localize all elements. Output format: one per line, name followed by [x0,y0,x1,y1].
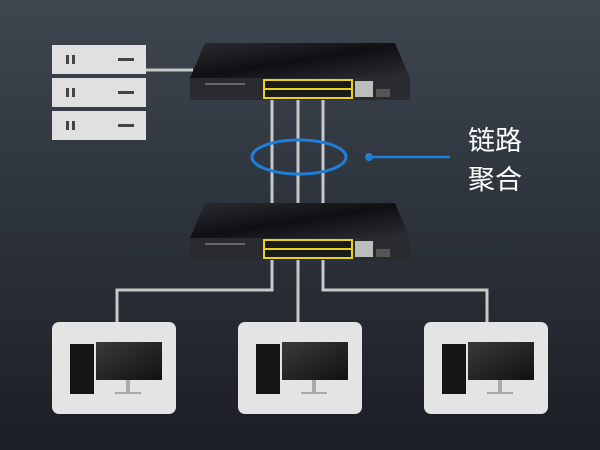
pc-left [52,322,176,414]
access-switch [190,203,410,260]
core-switch [190,43,410,100]
server-3 [52,111,146,140]
pc-cable-left [115,258,274,322]
server-stack [52,45,146,140]
aggregation-ellipse [250,138,348,176]
server-1 [52,45,146,74]
pc-cable-right [321,258,489,322]
server-2 [52,78,146,107]
pc-center [238,322,362,414]
label-line2: 聚合 [468,165,522,196]
pc-right [424,322,548,414]
label-line1: 链路 [468,126,522,157]
cables [115,68,489,322]
